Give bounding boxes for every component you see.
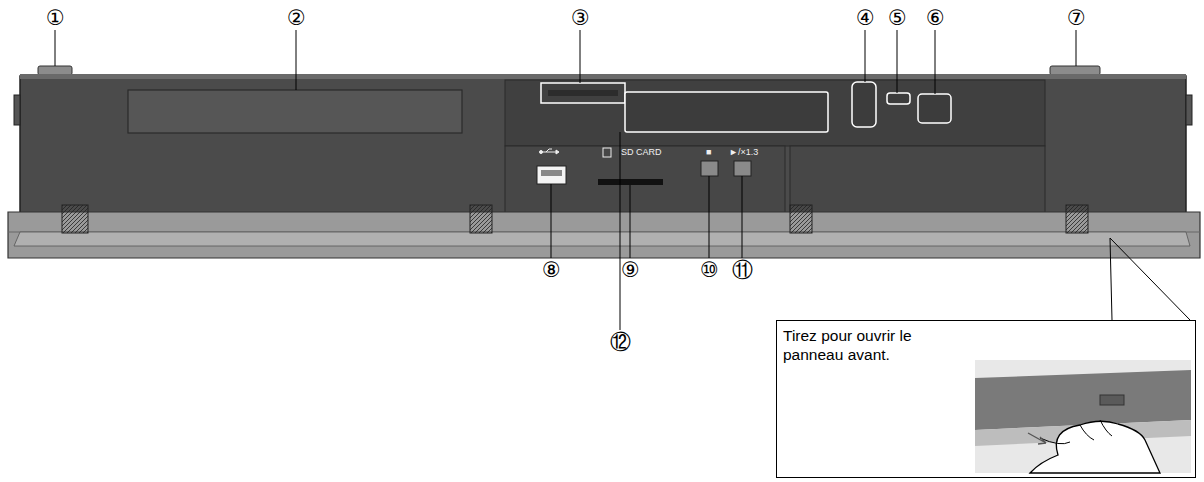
callout-number: ⑧ [542,260,561,281]
panel-marking: ■ [706,148,711,157]
callout-number: ④ [856,8,875,29]
callout-number: ⑪ [732,260,753,281]
panel-marking: ►/×1.3 [729,148,758,157]
callout-number: ⑩ [700,260,719,281]
callout-number: ⑦ [1067,8,1086,29]
callout-number: ⑫ [610,332,631,353]
callout-box: Tirez pour ouvrir le panneau avant. [777,321,1195,477]
callout-number: ⑤ [888,8,907,29]
instruction-text: Tirez pour ouvrir le panneau avant. [777,321,973,364]
callout-number: ③ [571,8,590,29]
callout-number: ⑥ [926,8,945,29]
callout-number: ① [46,8,65,29]
panel-marking: SD CARD [621,148,662,157]
callout-number: ⑨ [621,260,640,281]
callout-number: ② [287,8,306,29]
